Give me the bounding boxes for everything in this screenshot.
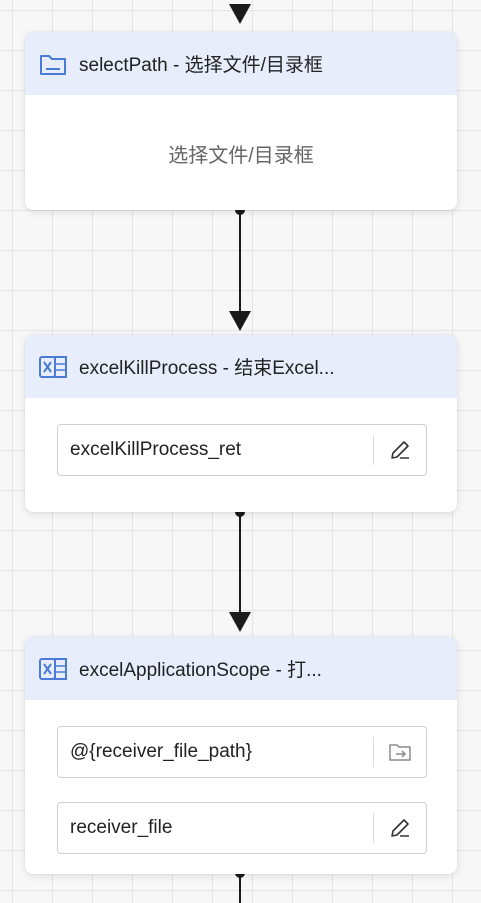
excel-icon xyxy=(39,353,67,381)
node-title: selectPath - 选择文件/目录框 xyxy=(79,55,323,76)
edit-button[interactable] xyxy=(374,425,426,475)
node-select-path[interactable]: selectPath - 选择文件/目录框 选择文件/目录框 xyxy=(25,32,457,210)
arrow-head xyxy=(229,4,251,24)
node-header: excelApplicationScope - 打... xyxy=(25,637,457,700)
field-value[interactable]: receiver_file xyxy=(70,817,173,838)
output-variable-field[interactable]: receiver_file xyxy=(57,802,427,854)
excel-icon xyxy=(39,655,67,683)
output-variable-field[interactable]: excelKillProcess_ret xyxy=(57,424,427,476)
divider xyxy=(373,813,374,843)
field-value[interactable]: excelKillProcess_ret xyxy=(70,439,242,460)
node-excel-application-scope[interactable]: excelApplicationScope - 打... @{receiver_… xyxy=(25,637,457,874)
node-title: excelApplicationScope - 打... xyxy=(79,660,322,681)
node-header: excelKillProcess - 结束Excel... xyxy=(25,335,457,398)
browse-button[interactable] xyxy=(374,727,426,777)
node-excel-kill-process[interactable]: excelKillProcess - 结束Excel... excelKillP… xyxy=(25,335,457,512)
node-header: selectPath - 选择文件/目录框 xyxy=(25,32,457,95)
folder-icon xyxy=(39,50,67,78)
node-title: excelKillProcess - 结束Excel... xyxy=(79,358,335,379)
arrow-head xyxy=(229,311,251,331)
field-value[interactable]: @{receiver_file_path} xyxy=(70,741,252,762)
arrow-head xyxy=(229,612,251,632)
folder-open-icon xyxy=(389,744,411,761)
file-path-field[interactable]: @{receiver_file_path} xyxy=(57,726,427,778)
edit-icon xyxy=(391,819,409,837)
node-description: 选择文件/目录框 xyxy=(168,145,314,167)
edit-button[interactable] xyxy=(374,803,426,853)
divider xyxy=(373,737,374,767)
edit-icon xyxy=(391,441,409,459)
divider xyxy=(373,435,374,465)
